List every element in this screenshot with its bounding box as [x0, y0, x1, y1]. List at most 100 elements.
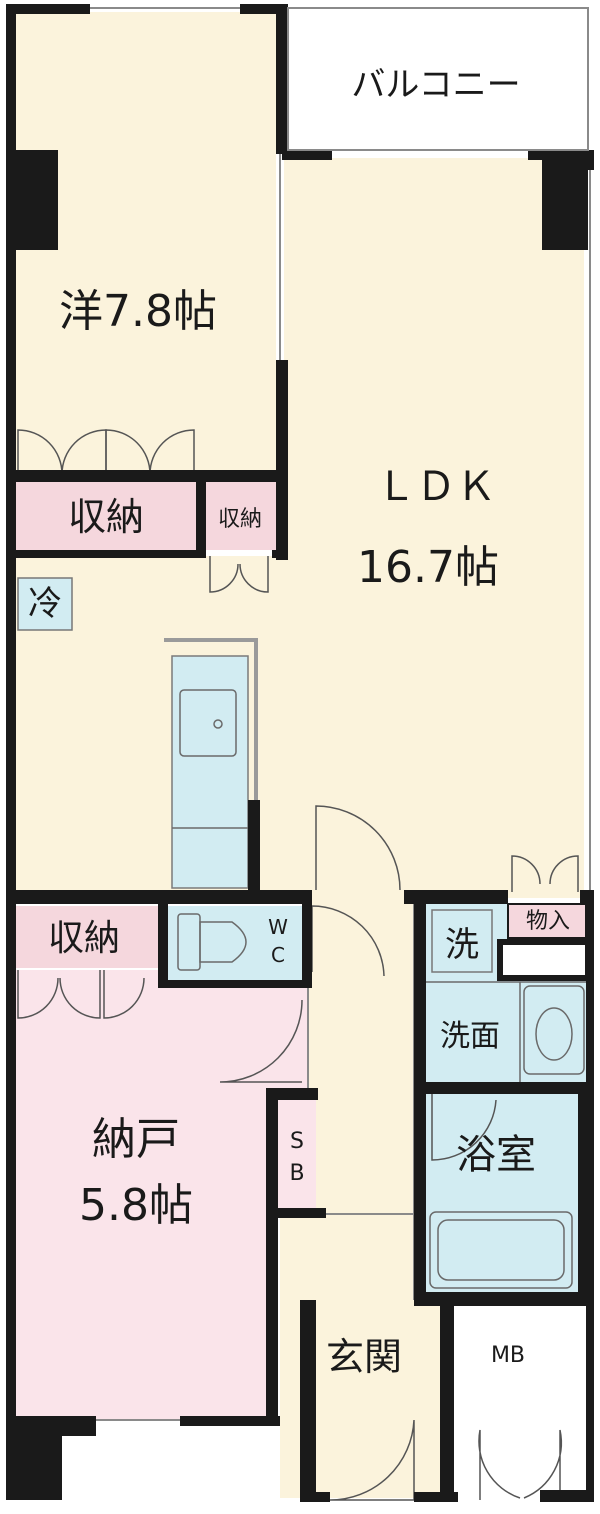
small-storage-door-1 [209, 556, 239, 593]
fridge-box [17, 577, 73, 631]
wall-right-ldk [586, 150, 594, 170]
wall-storage-mid [196, 478, 206, 558]
storage-nando-label: 収納 [48, 918, 120, 959]
balcony-floor [290, 12, 588, 152]
wall-sb-left [266, 1088, 278, 1418]
wall-wc-right [302, 900, 312, 988]
wc-door [311, 905, 385, 977]
wall-top-2 [240, 4, 288, 14]
wall-mb-bottom [540, 1490, 594, 1502]
ldk-name-label: ＬＤＫ [376, 464, 496, 510]
wall-wc-left [158, 900, 168, 984]
washer-box [431, 909, 493, 973]
balcony-label: バルコニー [351, 65, 520, 105]
walls [6, 4, 594, 1502]
room-labels: バルコニー 洋7.8帖 ＬＤＫ 16.7帖 収納 収納 冷 収納 W C 物入 … [28, 65, 570, 1379]
wall-western-rightlow [276, 360, 288, 560]
entrance-door [329, 1419, 415, 1501]
storage-large-label: 収納 [68, 495, 144, 539]
wall-wc-bottom [158, 980, 308, 988]
monoire-box [507, 903, 587, 939]
wall-balcony-bottom [282, 150, 332, 160]
wall-top [6, 4, 90, 14]
nando-name-label: 納戸 [92, 1114, 180, 1165]
kitchen-faucet [213, 719, 223, 729]
balcony-outline [287, 7, 589, 151]
sb-floor [278, 1100, 316, 1210]
bathtub [429, 1211, 573, 1289]
monoire-door-1 [511, 855, 541, 892]
bathroom-label: 浴室 [456, 1132, 536, 1178]
wall-nando-bottom-2 [180, 1416, 280, 1426]
wall-washer-box [497, 939, 591, 981]
wc-c-label: C [271, 943, 285, 967]
bathtub-inner [437, 1219, 565, 1281]
small-storage-door-2 [239, 556, 269, 593]
toilet-bowl [199, 921, 247, 963]
wall-mb-right [586, 1300, 594, 1500]
closet-door-3 [105, 429, 151, 475]
nando-size-label: 5.8帖 [79, 1180, 193, 1231]
wall-mid-horizontal-2 [404, 890, 508, 904]
nando-closet-door-3 [103, 970, 145, 1019]
wall-genkan-bottom-2 [414, 1492, 458, 1502]
wall-bath-bottom [414, 1292, 594, 1306]
room-fills [14, 12, 588, 1498]
storage-large-floor [14, 482, 198, 550]
wc-w-label: W [268, 915, 288, 939]
mb-floor [452, 1306, 588, 1490]
wall-pillar-tr [542, 150, 588, 250]
storage-small-label: 収納 [218, 507, 262, 532]
mb-door-1 [478, 1429, 521, 1500]
nando-floor-lower [14, 1088, 272, 1420]
washbasin [523, 985, 585, 1075]
wall-washroom-bottom [414, 1082, 590, 1094]
wall-western-bottom [6, 470, 288, 482]
kitchen-sink [179, 689, 237, 757]
wall-pillar-bl [6, 1420, 62, 1500]
nando-door [219, 999, 303, 1083]
sb-b-label: B [289, 1161, 304, 1186]
wall-genkan-left [300, 1300, 316, 1500]
wall-pillar-tl [6, 150, 58, 250]
washbasin-bowl [535, 1007, 573, 1061]
wall-storage-bottom [6, 550, 202, 558]
wall-kitchen-right [248, 800, 260, 896]
ldk-size-label: 16.7帖 [357, 542, 499, 593]
storage-small-floor [206, 482, 276, 550]
wall-mb-left [440, 1300, 454, 1502]
wall-washroom-left [414, 894, 426, 1304]
storage-nando-floor [14, 906, 160, 968]
wall-mid-horizontal [6, 890, 312, 904]
bathroom-floor [424, 1094, 580, 1292]
genkan-label: 玄関 [326, 1335, 402, 1379]
monoire-door-2 [549, 855, 579, 892]
nando-closet-door-2 [59, 970, 101, 1019]
nando-floor-upper [14, 970, 308, 1088]
wall-bath-right [578, 1086, 594, 1306]
kitchen-counter [171, 655, 249, 889]
wall-genkan-bottom [300, 1492, 330, 1502]
wall-storage-bottom-2 [272, 550, 288, 558]
fridge-label: 冷 [28, 584, 62, 624]
bathroom-door [431, 1088, 497, 1161]
closet-door-2 [61, 429, 107, 475]
western-room-label: 洋7.8帖 [59, 286, 217, 337]
monoire-label: 物入 [526, 909, 570, 934]
washer-label: 洗 [445, 925, 479, 965]
closet-door-4 [149, 429, 195, 475]
ldk-floor-upper [284, 158, 584, 898]
wall-sb-top [266, 1088, 318, 1100]
wall-left [6, 4, 16, 1500]
door-swings [17, 429, 579, 1501]
washroom-label: 洗面 [440, 1019, 500, 1054]
mb-label: MB [491, 1343, 525, 1368]
closet-door-1 [17, 429, 63, 475]
mb-door-2 [523, 1429, 563, 1500]
nando-closet-door-1 [17, 970, 59, 1019]
wall-sb-bottom [266, 1208, 326, 1218]
sb-s-label: S [290, 1129, 304, 1154]
ldk-door [315, 805, 401, 891]
wall-western-right [276, 4, 288, 154]
